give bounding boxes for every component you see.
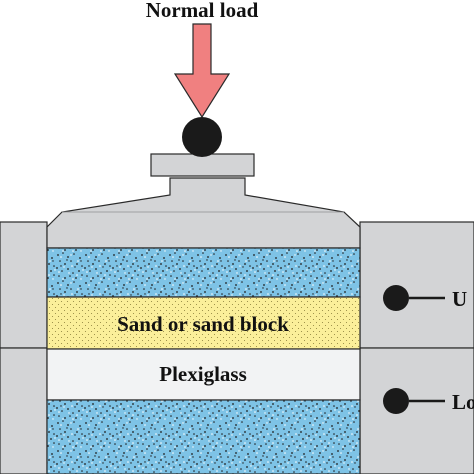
lower-pin-icon [383, 388, 409, 414]
normal-load-title: Normal load [146, 0, 259, 22]
cap-stem [150, 153, 255, 177]
load-arrow-icon [173, 23, 231, 119]
left-frame [0, 221, 48, 474]
plexiglass-layer [46, 348, 361, 401]
lower-side-label: Lo [452, 390, 474, 414]
sand-layer [46, 296, 361, 350]
upper-speckled-layer [46, 247, 361, 298]
loading-cap [46, 177, 361, 249]
plexiglass-layer-label: Plexiglass [159, 362, 247, 386]
load-ball-icon [182, 117, 222, 157]
sand-layer-label: Sand or sand block [117, 312, 289, 336]
right-frame [359, 221, 474, 474]
upper-pin-icon [383, 285, 409, 311]
lower-speckled-layer [46, 399, 361, 474]
upper-side-label: U [452, 287, 467, 311]
